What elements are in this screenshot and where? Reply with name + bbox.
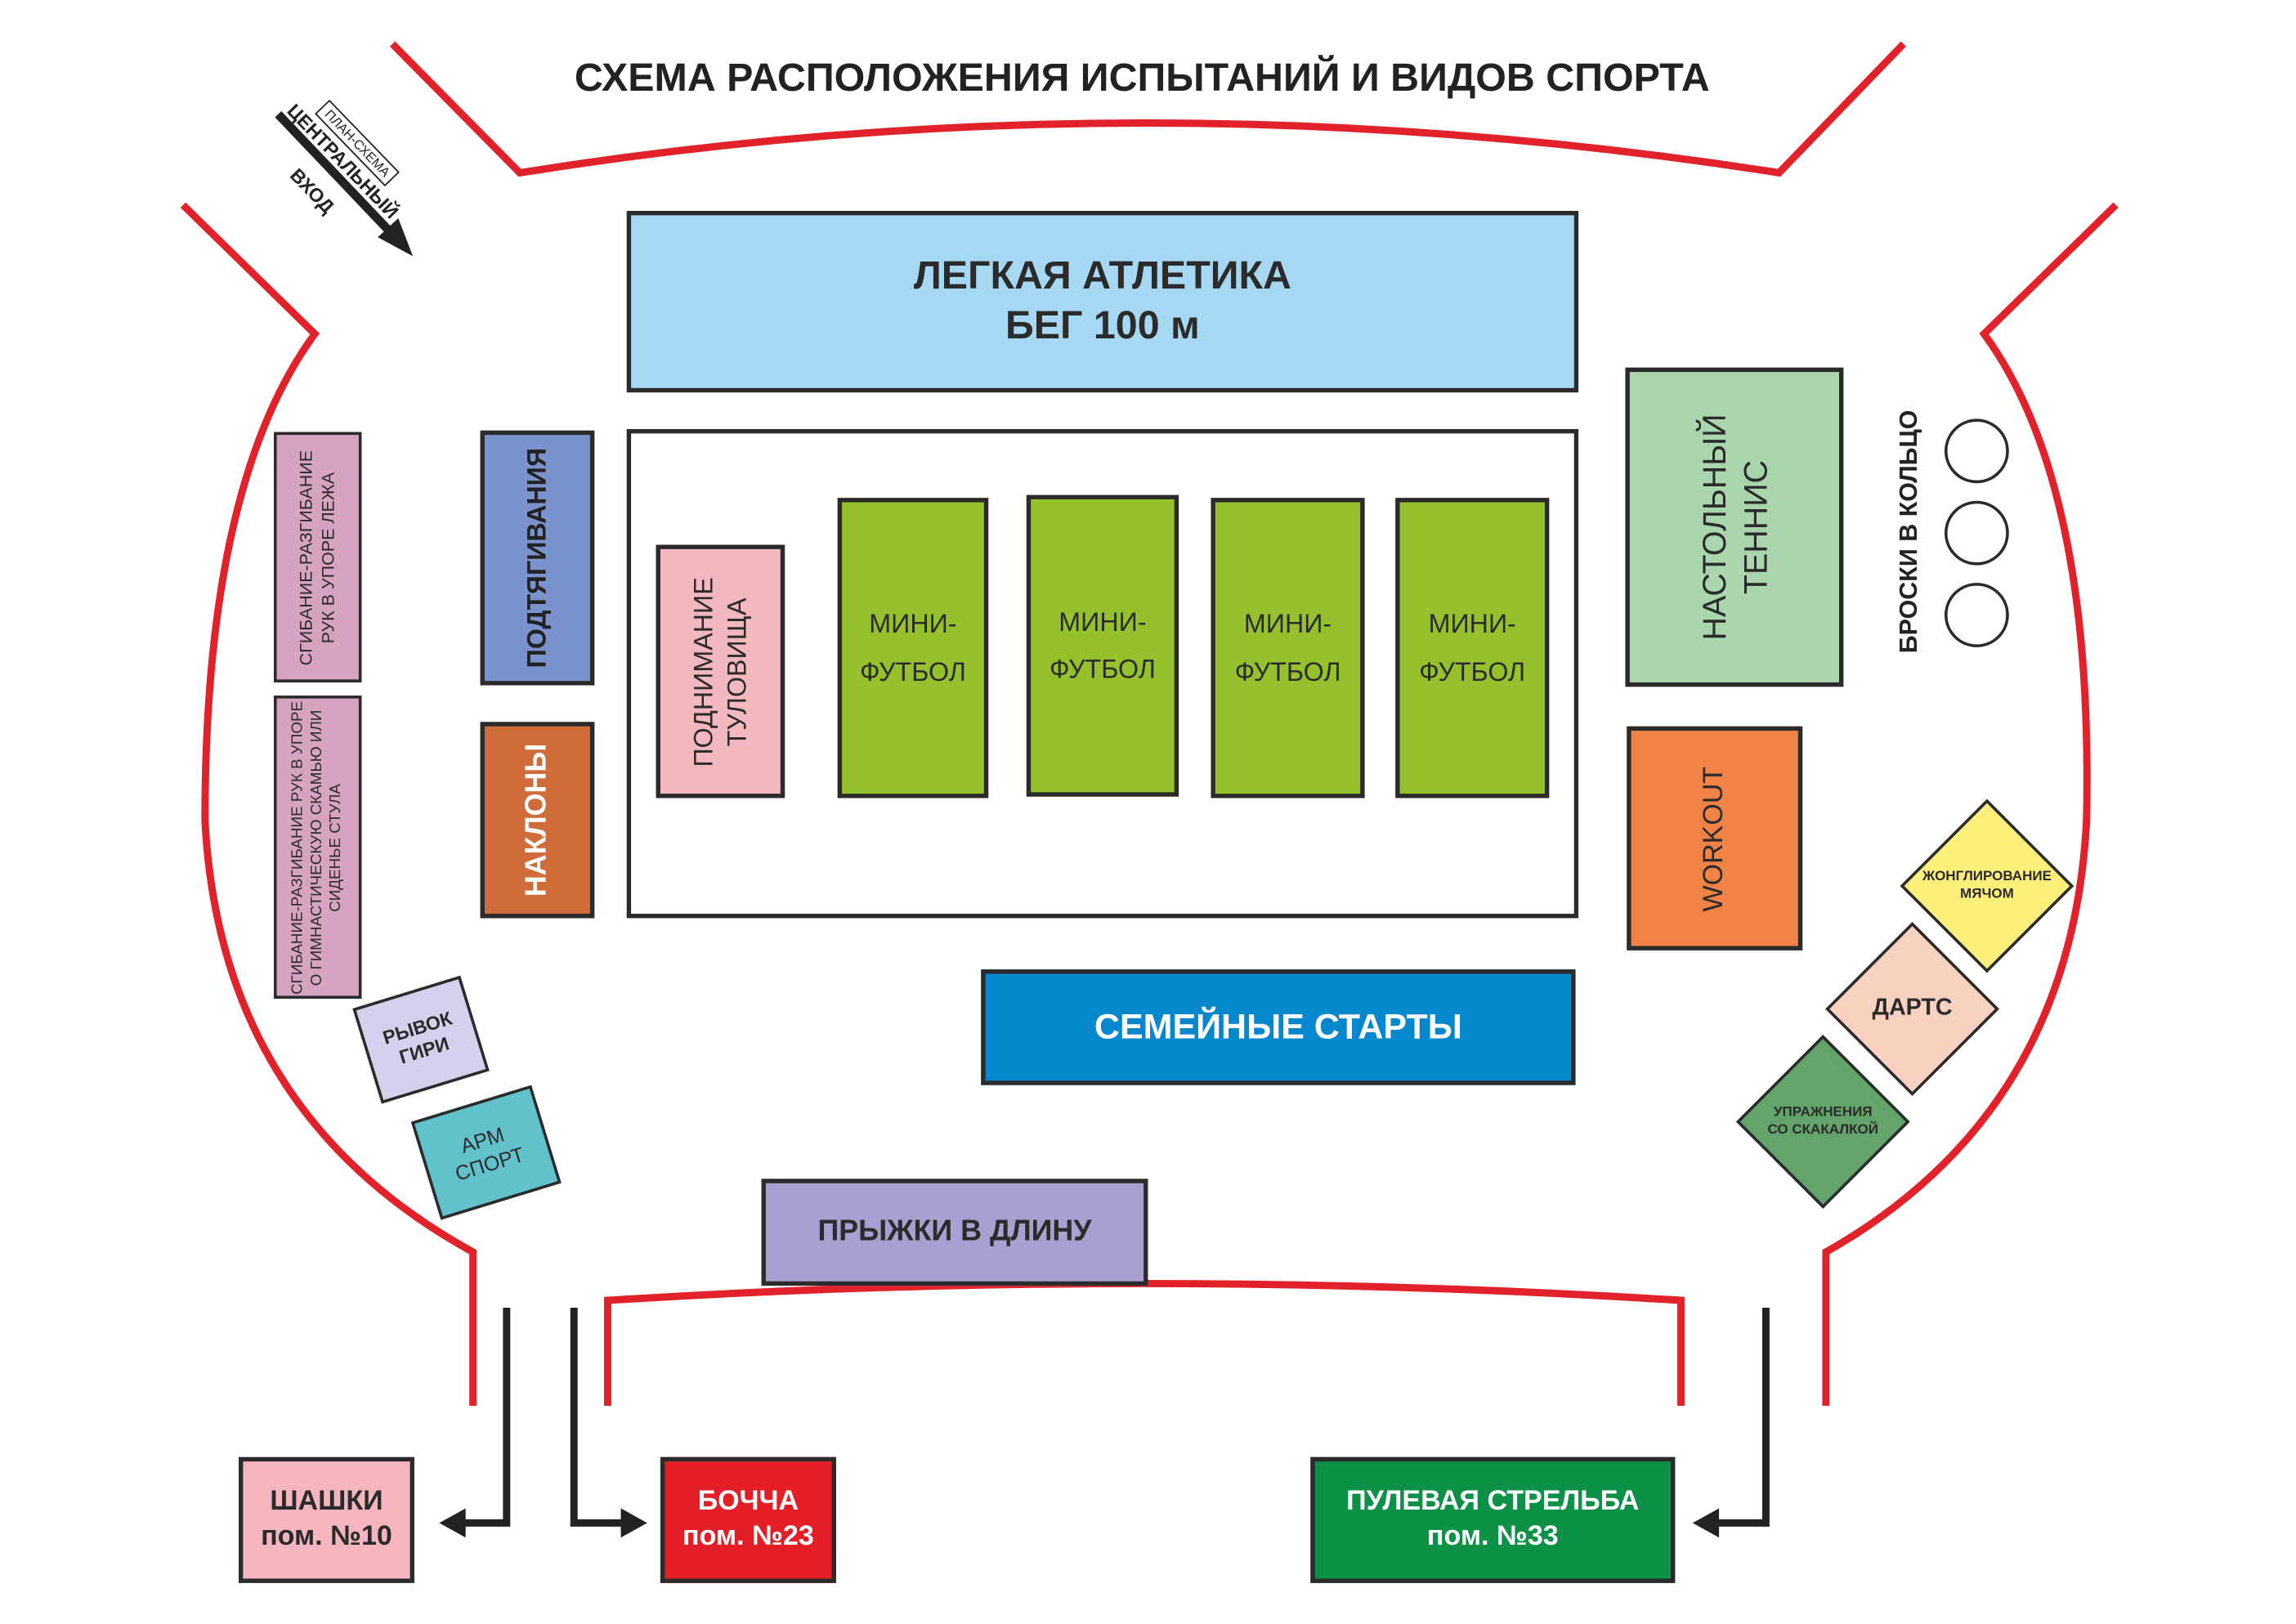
red-boundary [180,41,2119,1407]
room-checkers-line2: пом. №10 [261,1521,392,1553]
zone-jump-rope: УПРАЖНЕНИЯ СО СКАКАЛКОЙ [1735,1035,1910,1209]
room-checkers-line1: ШАШКИ [270,1487,383,1518]
futsal-1-line2: ФУТБОЛ [859,656,966,687]
zone-workout-label: WORKOUT [1699,765,1730,911]
zone-push-ups-bench-line3: СИДЕНЬЕ СТУЛА [327,783,345,911]
futsal-1-line1: МИНИ- [869,609,957,639]
zone-futsal-3: МИНИ- ФУТБОЛ [1211,498,1365,799]
zone-family-starts-label: СЕМЕЙНЫЕ СТАРТЫ [1094,1006,1462,1047]
zone-bends: НАКЛОНЫ [480,722,595,919]
zone-long-jump: ПРЫЖКИ В ДЛИНУ [761,1179,1148,1286]
zone-long-jump-label: ПРЫЖКИ В ДЛИНУ [817,1215,1092,1248]
futsal-4-line1: МИНИ- [1428,609,1516,639]
room-bocce: БОЧЧА пом. №23 [660,1456,836,1583]
zone-darts-label: ДАРТС [1872,995,1953,1021]
zone-table-tennis-line1: НАСТОЛЬНЫЙ [1695,414,1733,641]
zone-sit-ups-line2: ТУЛОВИЩА [722,597,751,746]
room-shooting: ПУЛЕВАЯ СТРЕЛЬБА пом. №33 [1310,1456,1676,1583]
zone-sit-ups: ПОДНИМАНИЕ ТУЛОВИЩА [656,544,785,799]
room-shooting-line1: ПУЛЕВАЯ СТРЕЛЬБА [1346,1487,1640,1518]
zone-workout: WORKOUT [1627,726,1803,951]
zone-push-ups-bench-line1: СГИБАНИЕ-РАЗГИБАНИЕ РУК В УПОРЕ [289,700,307,995]
zone-darts: ДАРТС [1825,922,1999,1096]
zone-athletics-line1: ЛЕГКАЯ АТЛЕТИКА [913,253,1291,298]
zone-juggling-line1: ЖОНГЛИРОВАНИЕ [1922,868,2052,885]
central-field [626,428,1579,919]
futsal-3-line1: МИНИ- [1243,609,1332,639]
futsal-4-line2: ФУТБОЛ [1419,656,1526,687]
zone-push-ups-floor-line1: СГИБАНИЕ-РАЗГИБАНИЕ [295,450,316,665]
basket-label-text: БРОСКИ В КОЛЬЦО [1895,409,1923,654]
futsal-3-line2: ФУТБОЛ [1234,656,1341,687]
zone-table-tennis-line2: ТЕННИС [1735,459,1773,595]
zone-futsal-2: МИНИ- ФУТБОЛ [1026,494,1179,797]
zone-table-tennis: НАСТОЛЬНЫЙ ТЕННИС [1625,367,1844,687]
zone-pull-ups: ПОДТЯГИВАНИЯ [480,430,595,686]
zone-push-ups-floor: СГИБАНИЕ-РАЗГИБАНИЕ РУК В УПОРЕ ЛЕЖА [273,432,362,682]
basket-hoop-3 [1944,583,2009,647]
room-bocce-line1: БОЧЧА [697,1487,799,1518]
room-bocce-line2: пом. №23 [682,1521,814,1553]
zone-jump-rope-line2: СО СКАКАЛКОЙ [1767,1121,1879,1139]
zone-juggling: ЖОНГЛИРОВАНИЕ МЯЧОМ [1900,799,2074,973]
futsal-2-line2: ФУТБОЛ [1049,654,1156,684]
zone-pull-ups-label: ПОДТЯГИВАНИЯ [522,447,552,669]
room-checkers: ШАШКИ пом. №10 [238,1456,414,1583]
zone-sit-ups-line1: ПОДНИМАНИЕ [688,576,718,767]
zone-push-ups-floor-line2: РУК В УПОРЕ ЛЕЖА [317,471,338,643]
zone-jump-rope-line1: УПРАЖНЕНИЯ [1773,1104,1873,1121]
zone-bends-label: НАКЛОНЫ [520,743,553,897]
zone-athletics-line2: БЕГ 100 м [1005,302,1200,347]
zone-futsal-1: МИНИ- ФУТБОЛ [837,498,989,799]
zone-athletics: ЛЕГКАЯ АТЛЕТИКА БЕГ 100 м [626,211,1579,393]
zone-push-ups-bench-line2: О ГИМНАСТИЧЕСКУЮ СКАМЬЮ ИЛИ [307,709,326,986]
basket-hoop-2 [1944,500,2009,566]
room-shooting-line2: пом. №33 [1426,1521,1559,1553]
room-arrows [456,1307,1770,1527]
basket-hoop-1 [1944,418,2009,484]
page-title: СХЕМА РАСПОЛОЖЕНИЯ ИСПЫТАНИЙ И ВИДОВ СПО… [574,56,1710,100]
futsal-2-line1: МИНИ- [1058,606,1147,637]
zone-futsal-4: МИНИ- ФУТБОЛ [1395,498,1550,799]
zone-juggling-line2: МЯЧОМ [1960,885,2014,902]
zone-push-ups-bench: СГИБАНИЕ-РАЗГИБАНИЕ РУК В УПОРЕ О ГИМНАС… [273,696,362,999]
zone-family-starts: СЕМЕЙНЫЕ СТАРТЫ [981,969,1576,1085]
